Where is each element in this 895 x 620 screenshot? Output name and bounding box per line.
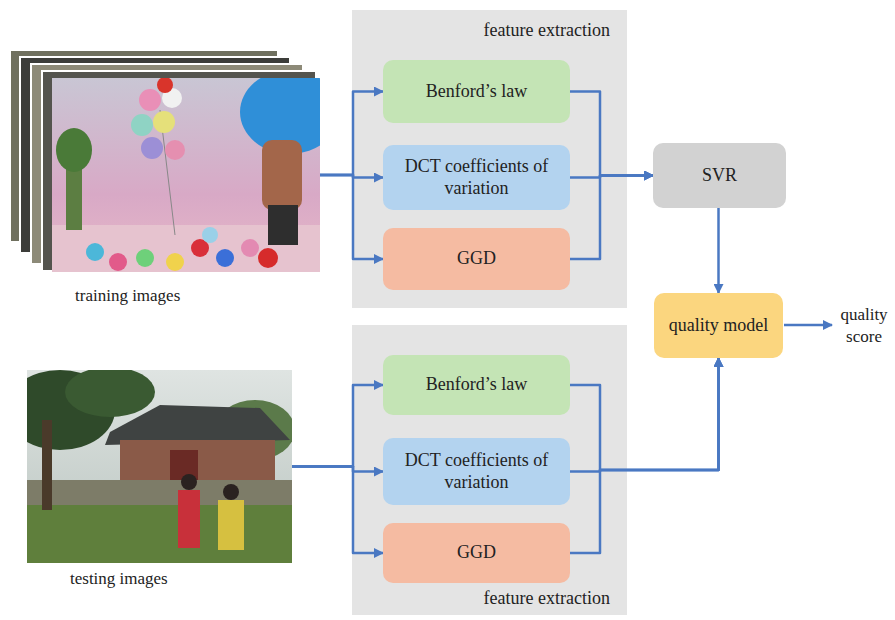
box-label: quality model	[669, 315, 768, 336]
process-box: GGD	[383, 523, 570, 583]
training-image-stack	[10, 50, 340, 272]
box-label: DCT coefficients of variation	[393, 156, 560, 198]
testing-image	[27, 370, 292, 563]
process-box: Benford’s law	[383, 60, 570, 123]
flow-arrow	[292, 467, 383, 554]
feature-panel: feature extraction Benford’s lawDCT coeff…	[352, 325, 627, 615]
image-node: training images	[52, 78, 320, 272]
output-arrow	[784, 324, 832, 327]
flow-arrow	[320, 175, 383, 178]
process-box: DCT coefficients of variation	[383, 145, 570, 210]
image-node: testing images	[27, 370, 292, 563]
box-label: GGD	[457, 542, 496, 563]
flow-arrow	[570, 176, 653, 178]
process-box: quality model	[654, 293, 783, 358]
flow-arrow	[320, 175, 383, 259]
box-label: DCT coefficients of variation	[393, 450, 560, 492]
image-caption: testing images	[70, 569, 168, 589]
flow-arrow	[570, 358, 719, 470]
flow-arrow	[717, 208, 720, 293]
flow-arrow	[320, 92, 383, 176]
image-caption: training images	[75, 286, 180, 306]
box-label: GGD	[457, 248, 496, 269]
flow-arrow	[292, 467, 383, 472]
flow-arrow	[570, 358, 719, 472]
output-label: quality score	[834, 304, 894, 348]
box-label: Benford’s law	[426, 81, 527, 102]
process-box: SVR	[653, 143, 786, 208]
feature-panel: feature extractionBenford’s lawDCT coeff…	[352, 10, 627, 308]
flow-arrow	[570, 358, 719, 553]
box-label: Benford’s law	[426, 374, 527, 395]
process-box: DCT coefficients of variation	[383, 438, 570, 505]
panel-heading: feature extraction	[484, 20, 610, 41]
flow-arrow	[292, 385, 383, 467]
process-box: Benford’s law	[383, 355, 570, 415]
flow-arrow	[570, 176, 653, 260]
process-box: GGD	[383, 228, 570, 290]
flow-arrow	[570, 92, 653, 176]
box-label: SVR	[702, 165, 737, 186]
panel-heading: feature extraction	[484, 588, 610, 609]
